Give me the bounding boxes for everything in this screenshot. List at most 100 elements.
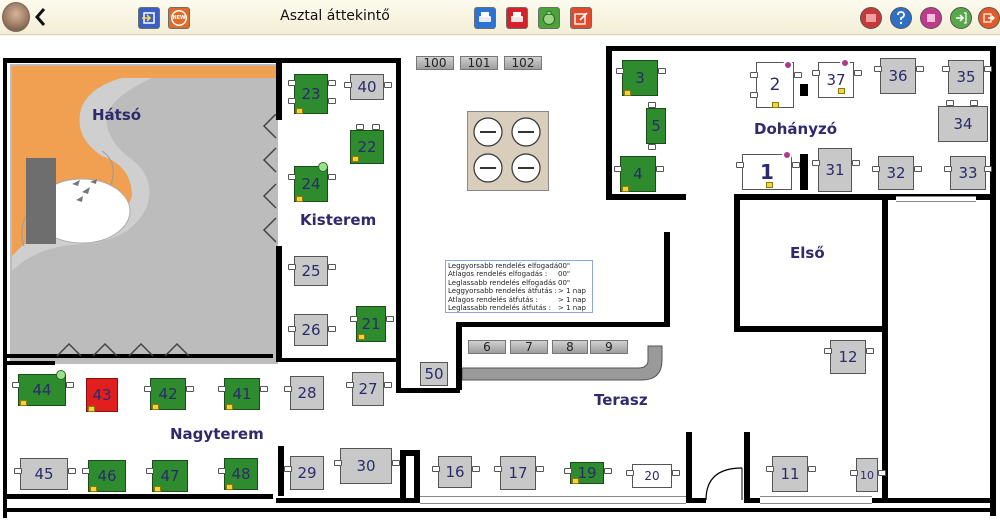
table-10[interactable]: 10: [856, 458, 878, 492]
window-chevrons: [56, 342, 190, 357]
stat-row: Leggyorsabb rendelés átfutás :> 1 nap: [448, 287, 586, 296]
rack-102[interactable]: 102: [504, 56, 542, 70]
table-25[interactable]: 25: [294, 256, 328, 286]
chair: [866, 348, 874, 354]
receipt-printer-icon: [511, 12, 523, 22]
table-27[interactable]: 27: [352, 372, 384, 406]
page-title: Asztal áttekintő: [280, 8, 390, 24]
table-40[interactable]: 40: [350, 74, 384, 100]
table-11[interactable]: 11: [772, 456, 808, 492]
wall: [396, 388, 460, 393]
chair: [218, 468, 226, 474]
table-41[interactable]: 41: [224, 378, 260, 410]
money-bag-icon: [543, 11, 555, 25]
wall: [606, 46, 612, 200]
table-36[interactable]: 36: [880, 58, 916, 94]
wall: [882, 200, 888, 332]
room-label-dohanyzo: Dohányzó: [754, 120, 838, 138]
help-button[interactable]: [890, 7, 912, 29]
wall: [278, 446, 284, 496]
table-47[interactable]: 47: [152, 460, 188, 492]
chair: [824, 348, 832, 354]
chair: [942, 66, 950, 72]
report-button[interactable]: [860, 7, 882, 29]
table-29[interactable]: 29: [290, 456, 324, 490]
fountain-fish-icon: [68, 176, 108, 206]
chair: [564, 468, 572, 474]
table-34[interactable]: 34: [938, 106, 988, 142]
chevron-left-icon: [35, 8, 46, 26]
table-50[interactable]: 50: [420, 362, 448, 386]
table-33[interactable]: 33: [950, 156, 986, 190]
chair: [384, 382, 392, 388]
login-button[interactable]: [950, 7, 972, 29]
user-button[interactable]: [920, 7, 942, 29]
order-tag: [226, 484, 233, 490]
chair: [68, 468, 76, 474]
table-16[interactable]: 16: [438, 456, 472, 488]
table-17[interactable]: 17: [500, 456, 536, 490]
back-button[interactable]: [32, 6, 48, 28]
chair: [350, 316, 358, 322]
table-12[interactable]: 12: [830, 340, 866, 374]
chair: [334, 460, 342, 466]
rack-6[interactable]: 6: [468, 340, 506, 354]
waiter-call-icon: [782, 150, 792, 160]
chair: [852, 160, 860, 166]
room-label-kisterem: Kisterem: [300, 211, 377, 229]
chair: [186, 386, 194, 392]
exit-to-box-button[interactable]: [138, 7, 160, 29]
chair: [328, 264, 336, 270]
table-5[interactable]: 5: [646, 108, 666, 144]
table-23[interactable]: 23: [294, 74, 328, 114]
room-label-terasz: Terasz: [594, 391, 648, 409]
print-bill-button[interactable]: [474, 7, 496, 29]
table-35[interactable]: 35: [948, 60, 984, 94]
chair: [146, 468, 154, 474]
wall: [800, 154, 808, 190]
print-receipt-button[interactable]: [506, 7, 528, 29]
table-45[interactable]: 45: [20, 458, 68, 490]
order-tag: [154, 486, 161, 492]
rack-8[interactable]: 8: [552, 340, 588, 354]
box-arrow-icon: [142, 12, 155, 24]
list-icon: [866, 14, 876, 22]
question-icon: [897, 11, 905, 25]
payment-button[interactable]: [538, 7, 560, 29]
order-tag: [572, 478, 579, 484]
chair: [12, 382, 20, 388]
table-30[interactable]: 30: [340, 448, 392, 484]
floor-plan: 100 101 102 6 7 8 9 Hátsó Kisterem Dohán…: [0, 36, 1000, 520]
table-43[interactable]: 43: [86, 378, 118, 412]
door-arc: [705, 467, 743, 500]
avatar[interactable]: [2, 2, 30, 32]
chair: [344, 82, 352, 88]
chair: [288, 98, 296, 104]
person-icon: [927, 14, 935, 22]
rack-101[interactable]: 101: [460, 56, 498, 70]
rack-9[interactable]: 9: [590, 340, 628, 354]
stat-row: Leglassabb rendelés elfogadás :00": [448, 278, 571, 287]
table-28[interactable]: 28: [290, 376, 324, 410]
rack-7[interactable]: 7: [510, 340, 548, 354]
table-31[interactable]: 31: [818, 148, 852, 192]
printer-icon: [479, 12, 491, 22]
wall: [400, 450, 406, 500]
stat-row: Átlagos rendelés átfutás :> 1 nap: [448, 295, 586, 304]
table-32[interactable]: 32: [878, 156, 914, 190]
table-26[interactable]: 26: [294, 314, 328, 346]
rack-100[interactable]: 100: [416, 56, 454, 70]
order-tag: [358, 334, 365, 340]
wall: [3, 354, 273, 358]
ready-indicator-icon: [318, 162, 328, 172]
wall: [400, 450, 420, 456]
table-20[interactable]: 20: [632, 464, 672, 488]
chair: [82, 468, 90, 474]
wall: [456, 322, 668, 327]
new-order-button[interactable]: NEW: [168, 7, 190, 29]
edit-button[interactable]: [570, 7, 592, 29]
logout-button[interactable]: [978, 7, 1000, 29]
chair: [288, 326, 296, 332]
chair: [750, 72, 758, 78]
table-37[interactable]: 37: [818, 62, 854, 98]
